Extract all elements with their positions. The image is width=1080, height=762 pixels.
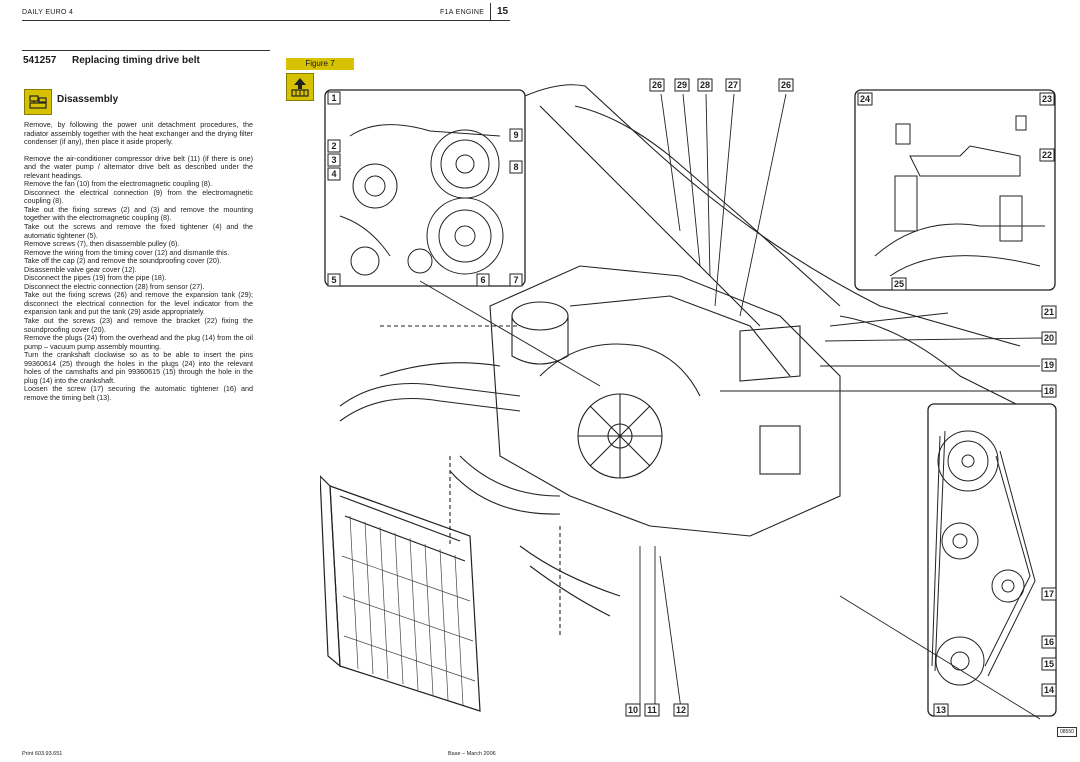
paragraph: Take out the fixing screws (26) and remo… xyxy=(24,290,253,317)
svg-text:18: 18 xyxy=(1044,386,1054,396)
callout-29: 29 xyxy=(674,78,690,92)
engine-title: F1A ENGINE xyxy=(440,9,485,16)
callout-10: 10 xyxy=(625,703,641,717)
page-number: 15 xyxy=(497,6,509,17)
svg-text:16: 16 xyxy=(1044,637,1054,647)
svg-text:20: 20 xyxy=(1044,333,1054,343)
svg-text:7: 7 xyxy=(513,275,518,285)
callout-2: 2 xyxy=(327,139,341,153)
procedure-text: Remove, by following the power unit deta… xyxy=(24,120,253,403)
callout-7: 7 xyxy=(509,273,523,287)
paragraph: Remove the plugs (24) from the overhead … xyxy=(24,333,253,351)
section-rule xyxy=(22,50,270,51)
paragraph: Take off the cap (2) and remove the soun… xyxy=(24,256,222,266)
paragraph: Disconnect the electrical connection (9)… xyxy=(24,187,253,206)
svg-text:27: 27 xyxy=(728,80,738,90)
callout-21: 21 xyxy=(1041,305,1057,319)
header-rule xyxy=(22,20,510,21)
inset-pulleys xyxy=(324,89,526,287)
callout-1: 1 xyxy=(327,91,341,105)
callout-26b: 26 xyxy=(778,78,794,92)
page-header: DAILY EURO 4 F1A ENGINE 15 xyxy=(0,0,1080,26)
paragraph: Disconnect the pipes (19) from the pipe … xyxy=(24,273,167,283)
callout-9: 9 xyxy=(509,128,523,142)
svg-text:17: 17 xyxy=(1044,589,1054,599)
header-separator xyxy=(490,3,491,20)
reassembly-icon xyxy=(286,73,314,101)
figure-label: Figure 7 xyxy=(286,58,354,70)
disassembly-icon xyxy=(24,89,52,115)
callout-23: 23 xyxy=(1039,92,1055,106)
svg-text:21: 21 xyxy=(1044,307,1054,317)
print-reference: Print 603.93.651 xyxy=(22,751,63,757)
svg-text:13: 13 xyxy=(936,705,946,715)
callout-18: 18 xyxy=(1041,384,1057,398)
callout-24: 24 xyxy=(857,92,873,106)
svg-text:26: 26 xyxy=(781,80,791,90)
svg-text:8: 8 xyxy=(513,162,518,172)
callout-17: 17 xyxy=(1041,587,1057,601)
svg-text:26: 26 xyxy=(652,80,662,90)
paragraph: Take out the fixing screws (2) and (3) a… xyxy=(24,204,253,223)
section-code: 541257 xyxy=(23,55,57,66)
engine-exploded-drawing: 26 29 28 27 26 1 2 3 4 5 6 7 8 9 24 23 2… xyxy=(320,78,1057,720)
svg-text:3: 3 xyxy=(331,155,336,165)
svg-text:14: 14 xyxy=(1044,685,1054,695)
svg-text:11: 11 xyxy=(647,705,657,715)
svg-text:9: 9 xyxy=(513,130,518,140)
callout-5: 5 xyxy=(327,273,341,287)
callout-20: 20 xyxy=(1041,331,1057,345)
svg-text:2: 2 xyxy=(331,141,336,151)
section-title: Replacing timing drive belt xyxy=(72,55,200,66)
paragraph: Loosen the screw (17) securing the autom… xyxy=(24,384,253,402)
callout-4: 4 xyxy=(327,167,341,181)
svg-text:5: 5 xyxy=(331,275,336,285)
inset-timing-belt xyxy=(927,403,1057,717)
svg-text:22: 22 xyxy=(1042,150,1052,160)
svg-text:19: 19 xyxy=(1044,360,1054,370)
callout-6: 6 xyxy=(476,273,490,287)
paragraph: Take out the screws and remove the fixed… xyxy=(24,222,253,240)
paragraph: Turn the crankshaft clockwise so as to b… xyxy=(24,350,253,385)
base-edition: Base – March 2006 xyxy=(448,751,496,757)
callout-25: 25 xyxy=(891,277,907,291)
manual-title: DAILY EURO 4 xyxy=(22,9,74,16)
svg-text:10: 10 xyxy=(628,705,638,715)
paragraph: Take out the screws (23) and remove the … xyxy=(24,316,253,334)
figure-code: 08550 xyxy=(1057,727,1077,737)
callout-15: 15 xyxy=(1041,657,1057,671)
paragraph: Remove the wiring from the timing cover … xyxy=(24,247,230,257)
callout-27: 27 xyxy=(725,78,741,92)
paragraph: Remove screws (7), then disassemble pull… xyxy=(24,239,180,249)
callout-8: 8 xyxy=(509,160,523,174)
svg-text:12: 12 xyxy=(676,705,686,715)
svg-text:6: 6 xyxy=(480,275,485,285)
svg-text:24: 24 xyxy=(860,94,870,104)
svg-text:23: 23 xyxy=(1042,94,1052,104)
subsection-title: Disassembly xyxy=(57,94,119,105)
callout-22: 22 xyxy=(1039,148,1055,162)
svg-text:25: 25 xyxy=(894,279,904,289)
paragraph: Disconnect the electric connection (28) … xyxy=(24,281,205,291)
svg-text:1: 1 xyxy=(331,93,336,103)
callout-28: 28 xyxy=(697,78,713,92)
callout-19: 19 xyxy=(1041,358,1057,372)
callout-11: 11 xyxy=(644,703,660,717)
callout-3: 3 xyxy=(327,153,341,167)
paragraph: Remove the air-conditioner compressor dr… xyxy=(24,153,253,180)
svg-text:4: 4 xyxy=(331,169,336,179)
paragraph: Disassemble valve gear cover (12). xyxy=(24,264,137,274)
callout-13: 13 xyxy=(933,703,949,717)
callout-16: 16 xyxy=(1041,635,1057,649)
callout-26: 26 xyxy=(649,78,665,92)
paragraph: Remove, by following the power unit deta… xyxy=(24,120,253,147)
inset-camshaft-plugs xyxy=(854,89,1056,291)
callout-12: 12 xyxy=(673,703,689,717)
svg-text:29: 29 xyxy=(677,80,687,90)
paragraph: Remove the fan (10) from the electromagn… xyxy=(24,179,213,189)
svg-text:15: 15 xyxy=(1044,659,1054,669)
svg-text:28: 28 xyxy=(700,80,710,90)
callout-14: 14 xyxy=(1041,683,1057,697)
